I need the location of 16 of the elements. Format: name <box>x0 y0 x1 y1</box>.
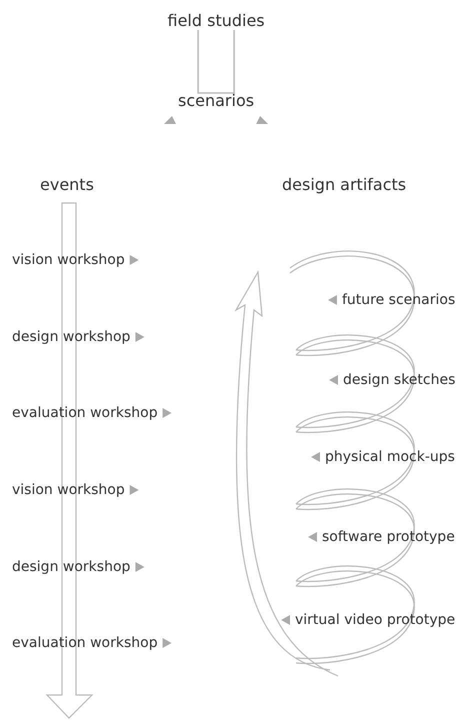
event-label: vision workshop <box>12 481 125 499</box>
event-label: evaluation workshop <box>12 634 158 652</box>
heading-label: scenarios <box>178 92 254 110</box>
artifact-label: software prototype <box>322 528 455 546</box>
event-label: vision workshop <box>12 251 125 269</box>
artifact-label: virtual video prototype <box>295 611 456 629</box>
heading-label: field studies <box>168 12 265 30</box>
artifact-label: future scenarios <box>342 291 456 309</box>
artifact-label: physical mock-ups <box>325 448 455 466</box>
column-heading: events <box>40 176 94 194</box>
connector-line <box>197 29 235 94</box>
column-heading: design artifacts <box>282 176 406 194</box>
event-label: design workshop <box>12 328 130 346</box>
event-label: evaluation workshop <box>12 404 158 422</box>
event-label: design workshop <box>12 558 130 576</box>
artifact-label: design sketches <box>343 371 456 389</box>
